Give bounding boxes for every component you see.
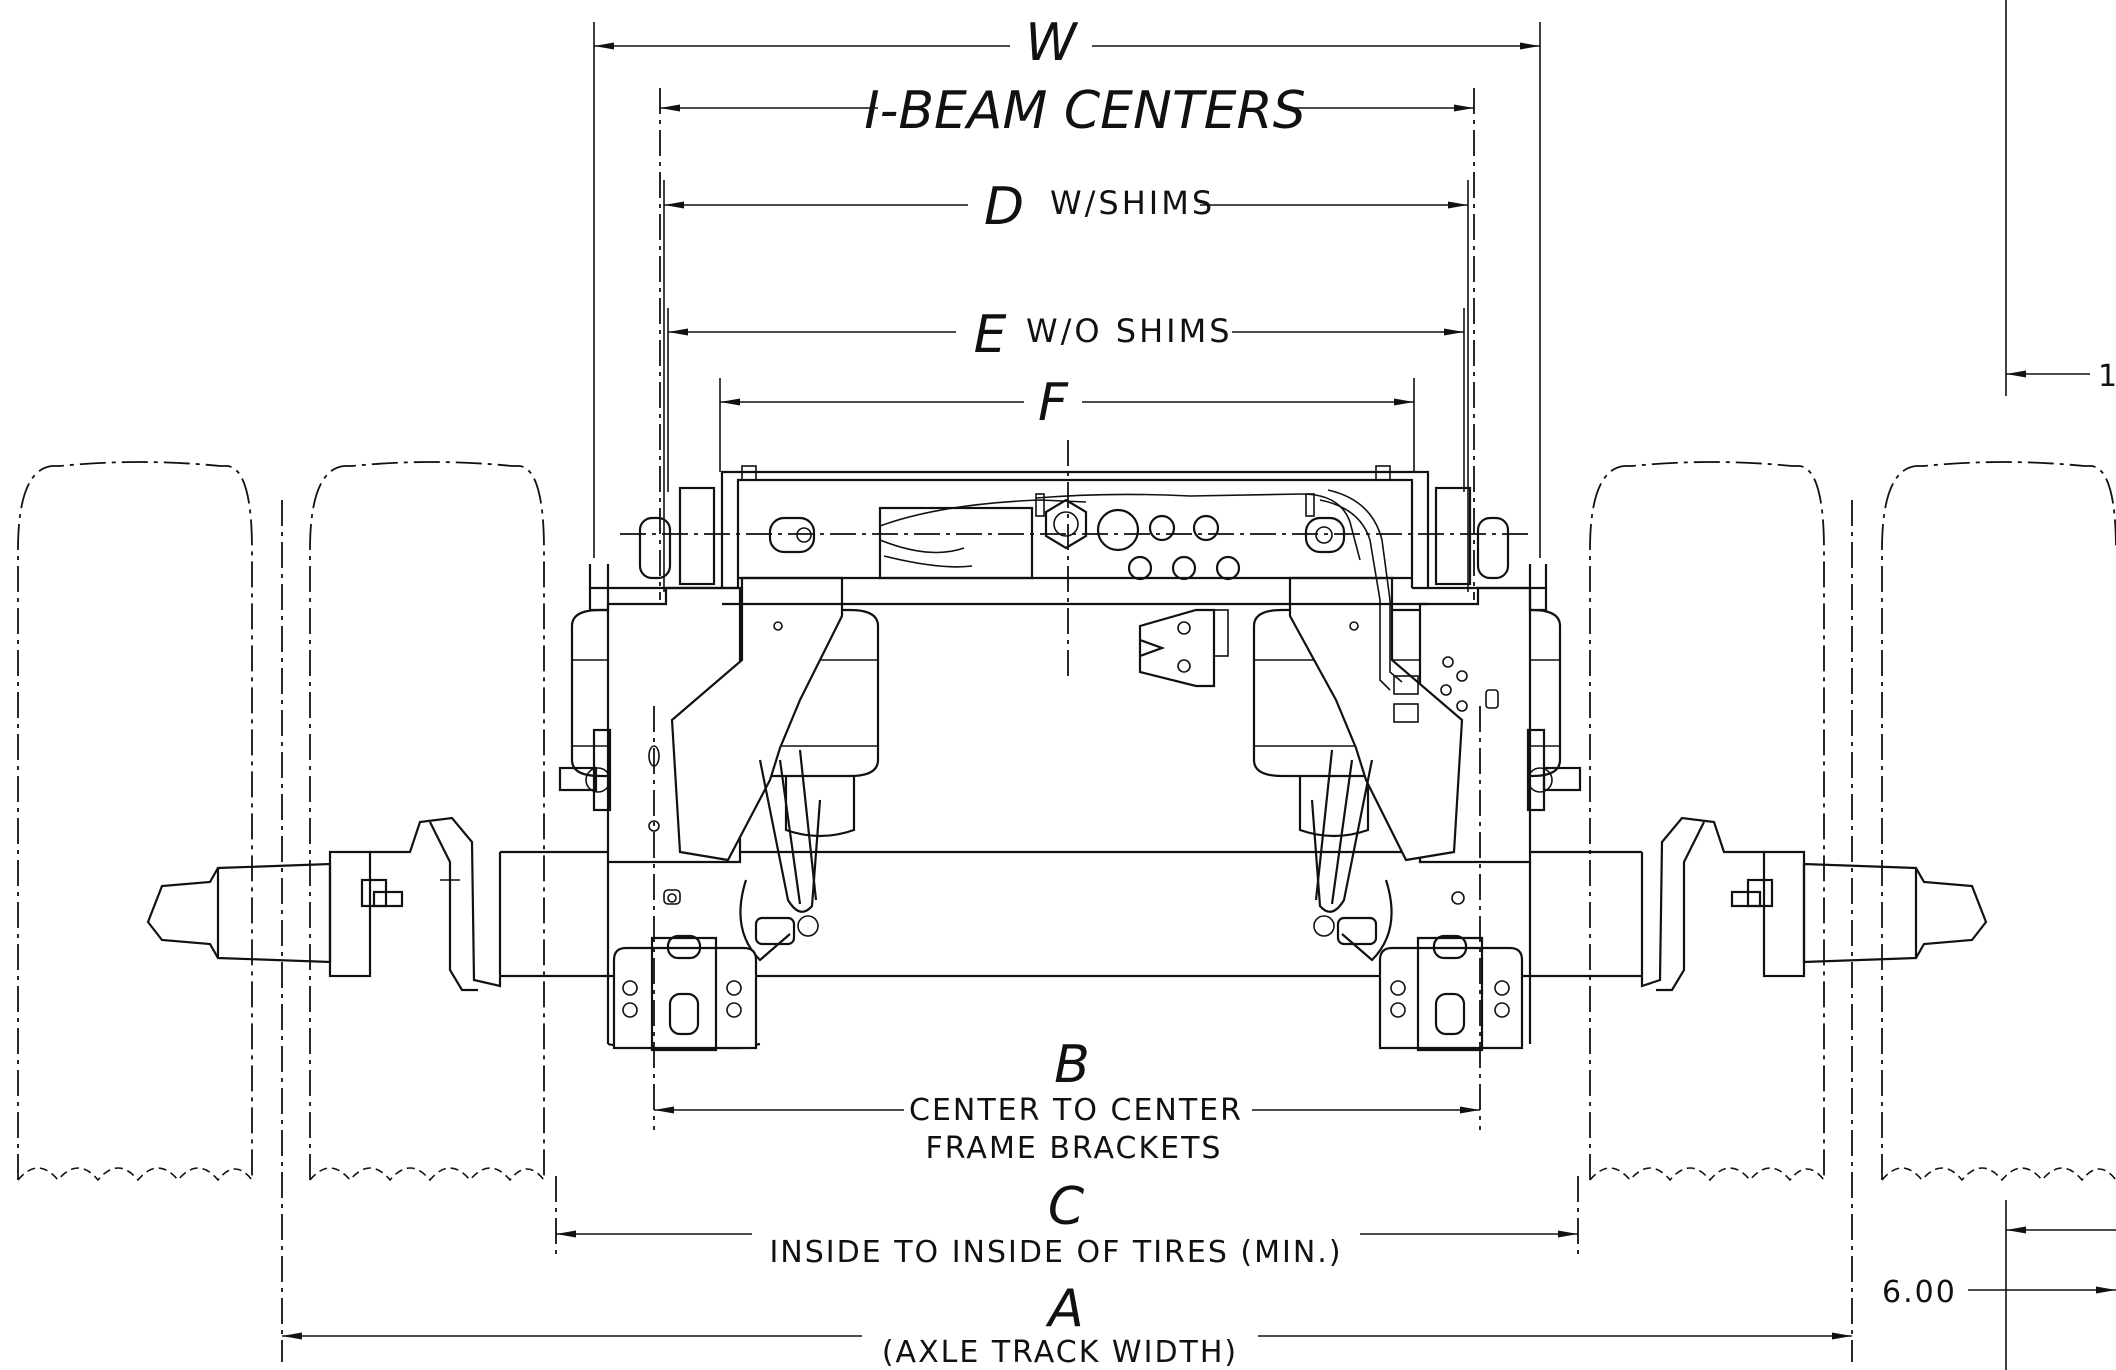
dimension-e-note: W/O SHIMS bbox=[1026, 312, 1233, 350]
hub-right bbox=[1640, 816, 1988, 992]
valve-bracket bbox=[1138, 608, 1419, 723]
tire-outer-right bbox=[1881, 461, 2116, 1182]
dimension-a-note: (AXLE TRACK WIDTH) bbox=[882, 1335, 1238, 1370]
right-partial-value: 1 bbox=[2098, 359, 2116, 394]
dimension-b-letter: B bbox=[1054, 1035, 1090, 1095]
dimension-b-line2: FRAME BRACKETS bbox=[926, 1131, 1223, 1166]
dimension-ibeam-label: I-BEAM CENTERS bbox=[864, 81, 1305, 141]
dimension-c-letter: C bbox=[1048, 1177, 1085, 1237]
dimension-a-letter: A bbox=[1045, 1279, 1084, 1339]
tire-outer-left bbox=[17, 461, 253, 1182]
tire-inner-left bbox=[309, 461, 545, 1182]
trailing-arm-right bbox=[1288, 576, 1464, 962]
dimension-b-line1: CENTER TO CENTER bbox=[909, 1093, 1243, 1128]
dimension-d-letter: D bbox=[984, 177, 1024, 237]
dimension-f-letter: F bbox=[1038, 373, 1069, 433]
axle-seat-right bbox=[1378, 891, 1524, 1052]
axle-seat-left bbox=[612, 889, 758, 1052]
hub-left bbox=[146, 816, 502, 992]
right-side-dimension bbox=[1968, 0, 2116, 1370]
dimension-e-letter: E bbox=[974, 305, 1007, 365]
dimension-w-letter: W bbox=[1025, 13, 1079, 73]
dimension-c-note: INSIDE TO INSIDE OF TIRES (MIN.) bbox=[769, 1235, 1342, 1270]
right-offset-value: 6.00 bbox=[1882, 1275, 1957, 1310]
tire-inner-right bbox=[1589, 461, 1825, 1182]
dimension-d-note: W/SHIMS bbox=[1050, 184, 1215, 222]
